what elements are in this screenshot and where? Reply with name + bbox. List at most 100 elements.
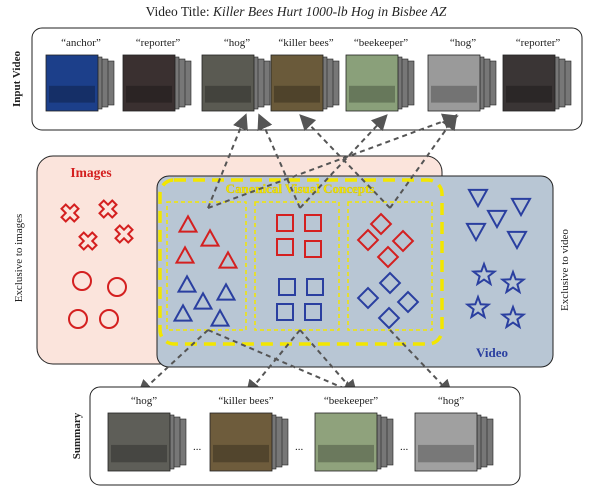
triangle-shape (217, 250, 239, 269)
dashed-arrow (137, 329, 209, 396)
square-shape (278, 278, 296, 296)
summary-frame-stack (107, 412, 187, 472)
summary-frame-label: “killer bees” (218, 395, 273, 407)
input-frame-label: “anchor” (61, 37, 101, 49)
diamond-shape (396, 290, 420, 314)
video-title-label: Video (476, 345, 508, 360)
triangle-shape (199, 228, 221, 247)
video-frame-thumbnail (427, 54, 481, 112)
video-frame-thumbnail (209, 412, 273, 472)
exclusive-video-label: Exclusive to video (559, 229, 571, 311)
summary-label: Summary (71, 412, 83, 459)
triangle-shape (215, 282, 237, 301)
input-frame-stack (502, 54, 572, 112)
triangle-shape (510, 197, 532, 218)
input-video-frames: “anchor” “reporter” “hog” “killer bees” “bee… (45, 37, 572, 112)
triangle-shape (209, 308, 231, 327)
input-frame-label: “hog” (450, 37, 476, 49)
input-frame-stack (201, 54, 271, 112)
video-frame-thumbnail (107, 412, 171, 472)
star-shape (499, 304, 527, 330)
input-frame-stack (45, 54, 115, 112)
canonical-region (158, 178, 444, 346)
video-frame-thumbnail (345, 54, 399, 112)
cross-shape (78, 231, 98, 251)
video-frame-thumbnail (502, 54, 556, 112)
summary-ellipsis: ... (400, 441, 409, 453)
canonical-title: Canonical Visual Concepts (226, 181, 375, 196)
circle-shape (72, 271, 92, 291)
images-title: Images (70, 165, 111, 180)
cross-shape (98, 199, 118, 219)
diamond-shape (377, 306, 401, 330)
summary-frame-stack (314, 412, 394, 472)
star-shape (499, 269, 527, 295)
input-frame-stack (427, 54, 497, 112)
square-shape (304, 303, 322, 321)
exclusive-images-label: Exclusive to images (13, 214, 25, 303)
video-frame-thumbnail (314, 412, 378, 472)
video-frame-thumbnail (122, 54, 176, 112)
video-frame-thumbnail (270, 54, 324, 112)
triangle-shape (174, 245, 196, 264)
square-shape (304, 214, 322, 232)
input-frame-label: “reporter” (136, 37, 181, 49)
summary-frame-label: “hog” (131, 395, 157, 407)
dashed-arrow (207, 113, 248, 209)
triangle-shape (192, 291, 214, 310)
video-frame-thumbnail (201, 54, 255, 112)
input-frame-stack (345, 54, 415, 112)
diamond-shape (391, 229, 415, 253)
input-frame-label: “reporter” (516, 37, 561, 49)
video-region (156, 175, 554, 368)
triangle-shape (506, 230, 528, 251)
cross-shape (60, 203, 80, 223)
concept-shapes (60, 188, 532, 330)
diamond-shape (356, 286, 380, 310)
dashed-arrow (299, 329, 358, 397)
triangle-shape (465, 222, 487, 243)
dashed-arrow (257, 113, 301, 209)
video-title: Video Title: Killer Bees Hurt 1000-lb Ho… (146, 4, 447, 19)
diamond-shape (378, 271, 402, 295)
dashed-arrow (389, 113, 458, 209)
square-shape (276, 214, 294, 232)
square-shape (304, 240, 322, 258)
square-shape (306, 278, 324, 296)
diamond-shape (356, 228, 380, 252)
input-video-label: Input Video (11, 51, 23, 107)
concept-group-triangles (166, 201, 247, 331)
summary-frame-stack (209, 412, 289, 472)
video-frame-thumbnail (414, 412, 478, 472)
summary-frames: “hog”...“killer bees”...“beekeeper”...“h… (107, 395, 494, 472)
diamond-shape (369, 212, 393, 236)
summary-box (89, 386, 521, 486)
input-frame-label: “killer bees” (278, 37, 333, 49)
dashed-arrow (299, 114, 391, 209)
summary-ellipsis: ... (295, 441, 304, 453)
circle-shape (107, 277, 127, 297)
summary-frame-label: “hog” (438, 395, 464, 407)
cross-shape (114, 224, 134, 244)
dashed-arrow (299, 114, 388, 209)
input-frame-stack (122, 54, 192, 112)
star-shape (464, 294, 492, 320)
square-shape (276, 303, 294, 321)
summary-frame-stack (414, 412, 494, 472)
diamond-shape (376, 245, 400, 269)
dashed-arrow (245, 329, 301, 397)
video-frame-thumbnail (45, 54, 99, 112)
input-frame-stack (270, 54, 340, 112)
input-frame-label: “hog” (224, 37, 250, 49)
triangle-shape (172, 303, 194, 322)
triangle-shape (177, 214, 199, 233)
triangle-shape (467, 188, 489, 209)
triangle-shape (176, 274, 198, 293)
dashed-arrow (207, 113, 459, 209)
concept-group-squares (254, 201, 340, 331)
circle-shape (68, 309, 88, 329)
input-frame-label: “beekeeper” (354, 37, 408, 49)
summary-frame-label: “beekeeper” (324, 395, 378, 407)
square-shape (276, 238, 294, 256)
